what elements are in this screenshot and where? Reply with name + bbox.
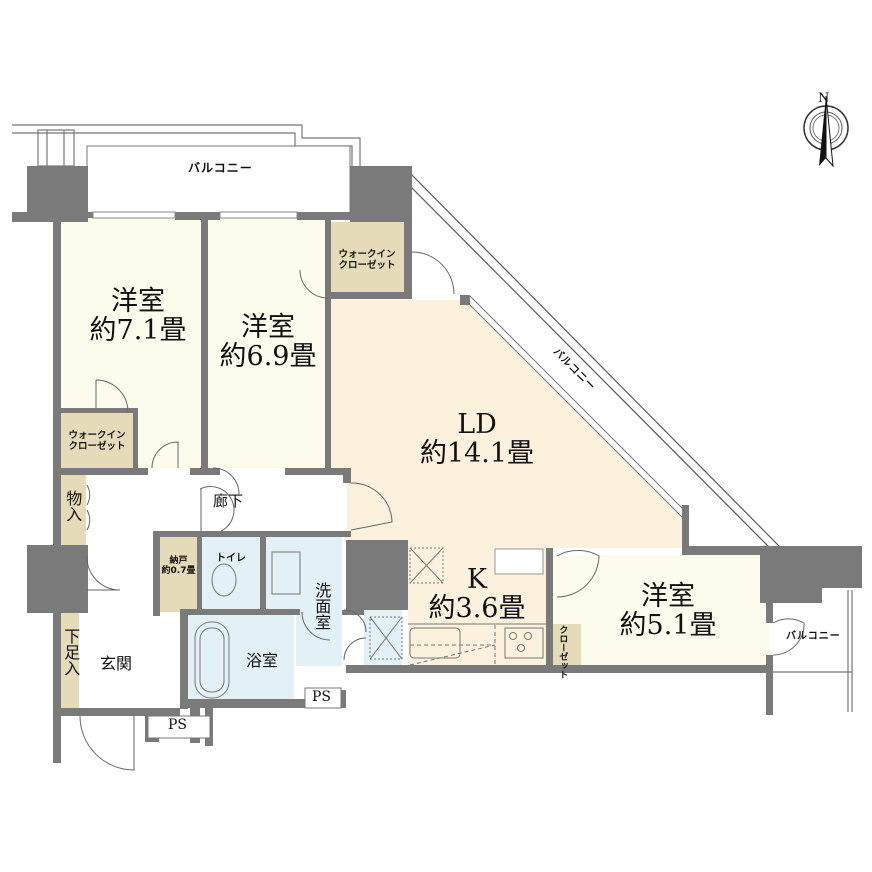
toilet-floor xyxy=(202,537,260,609)
wic1-line2: クローゼット xyxy=(68,440,126,452)
north-windows xyxy=(92,211,298,219)
ps1-label: PS xyxy=(312,689,332,705)
nando-label: 納戸 約0.7畳 xyxy=(160,556,197,577)
ld-size: 約14.1畳 xyxy=(419,438,535,470)
wic2-line2: クローゼット xyxy=(338,259,396,271)
kitchen-size: 約3.6畳 xyxy=(428,593,526,625)
monoire-floor xyxy=(61,475,86,545)
monoire-label: 物入 xyxy=(63,490,83,522)
bedroom1-size: 約7.1畳 xyxy=(89,315,187,347)
wic2-floor xyxy=(329,222,404,296)
ld-diagonal-window xyxy=(464,295,690,521)
bedroom1-label: 洋室 約7.1畳 xyxy=(78,287,198,345)
bedroom3-name: 洋室 xyxy=(641,581,695,612)
bedroom2-floor xyxy=(208,215,326,468)
ld-floor xyxy=(331,300,685,548)
utility-floor xyxy=(364,610,402,666)
nando-floor xyxy=(160,537,197,612)
compass-north-label: N xyxy=(818,91,830,106)
wic1-line1: ウォークイン xyxy=(68,430,126,441)
bedroom3-floor xyxy=(551,555,769,665)
toilet-label: トイレ xyxy=(216,553,246,564)
bedroom2-size: 約6.9畳 xyxy=(219,341,317,373)
fridge-space xyxy=(494,548,544,575)
corridor-lower-floor xyxy=(87,535,157,613)
corridor-floor xyxy=(87,475,347,535)
ps2-box xyxy=(147,715,211,739)
entrance-label: 玄関 xyxy=(100,654,133,673)
north-balcony xyxy=(86,145,351,215)
wic2-label: ウォークイン クローゼット xyxy=(330,249,404,272)
door-swings xyxy=(79,251,805,771)
ld-name: LD xyxy=(457,409,497,440)
east-balcony-label: バルコニー xyxy=(786,631,841,642)
north-balcony-label: バルコニー xyxy=(188,161,253,175)
bedroom2-label: 洋室 約6.9畳 xyxy=(210,313,326,371)
wic2-line1: ウォークイン xyxy=(338,249,396,260)
getabako-label: 下足入 xyxy=(61,628,81,676)
washroom-upper-floor xyxy=(266,537,342,609)
closet-label: クローゼット xyxy=(557,625,568,679)
corridor-label: 廊下 xyxy=(213,492,244,510)
bedroom3-label: 洋室 約5.1畳 xyxy=(608,582,728,640)
nando-line1: 納戸 xyxy=(169,556,188,566)
bathroom-label: 浴室 xyxy=(246,651,279,670)
washroom-label: 洗面室 xyxy=(312,582,332,630)
wic1-floor xyxy=(61,413,133,468)
bedroom2-name: 洋室 xyxy=(241,312,295,343)
diagonal-balcony-outline xyxy=(406,169,782,549)
ps2-label: PS xyxy=(168,717,188,733)
kitchen-name: K xyxy=(466,564,488,595)
ld-label: LD 約14.1畳 xyxy=(412,410,542,468)
bathroom-floor xyxy=(188,615,294,699)
entrance-floor xyxy=(80,614,157,710)
east-balcony-outline xyxy=(772,590,853,712)
closet-floor xyxy=(551,624,581,665)
ps1-box xyxy=(304,687,342,709)
kitchen-label: K 約3.6畳 xyxy=(412,565,542,623)
fixtures xyxy=(194,547,546,699)
wic1-label: ウォークイン クローゼット xyxy=(62,430,132,453)
nando-line2: 約0.7畳 xyxy=(161,566,196,577)
bedroom1-name: 洋室 xyxy=(111,286,165,317)
compass-icon xyxy=(803,95,849,168)
getabako-floor xyxy=(61,613,79,708)
bedroom3-size: 約5.1畳 xyxy=(619,610,717,642)
